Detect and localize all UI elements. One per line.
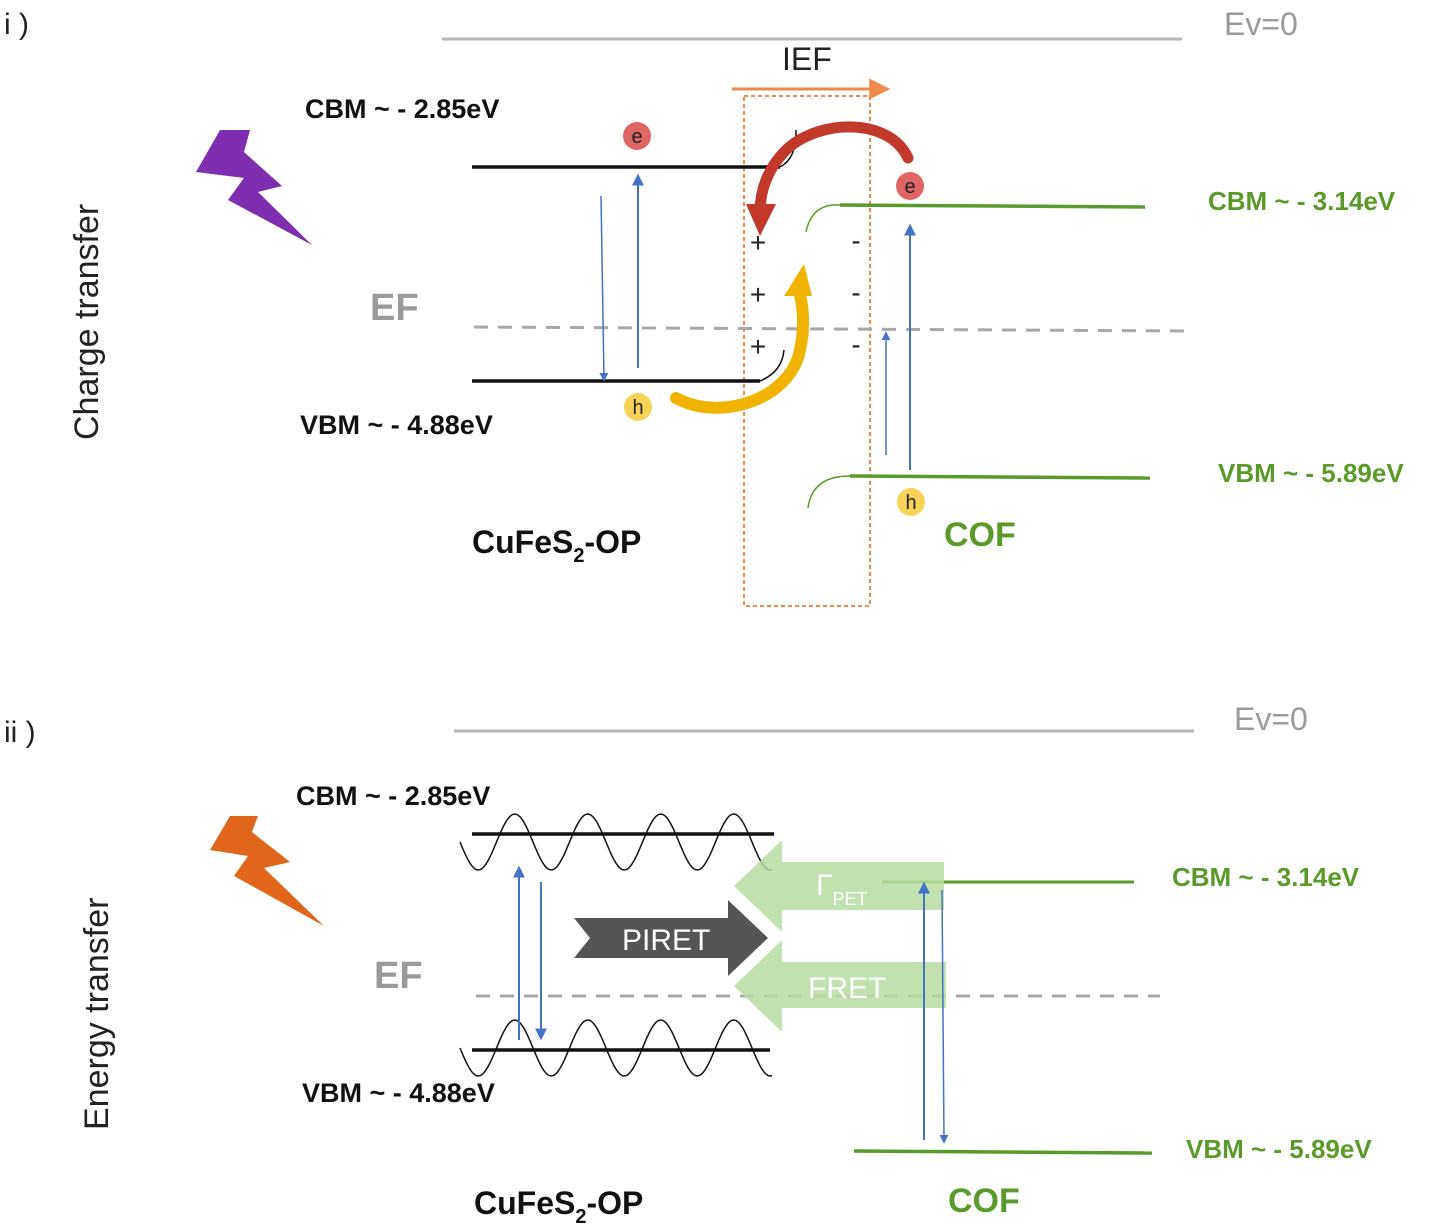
negative-charge: - bbox=[851, 277, 860, 308]
hole-icon bbox=[897, 488, 925, 516]
electron-icon bbox=[623, 122, 651, 150]
cufes2-cbm-band-bend bbox=[779, 129, 797, 168]
cof-vbm-line bbox=[853, 1149, 1153, 1155]
cufes2-op-label: CuFeS2-OP bbox=[472, 524, 641, 567]
piret-label: PIRET bbox=[622, 924, 710, 957]
charge-transfer-side-label: Charge transfer bbox=[68, 204, 106, 440]
lightning-bolt-icon bbox=[210, 816, 324, 926]
ief-label: IEF bbox=[782, 41, 832, 77]
panel-ii: ii ) Energy transfer Ev=0 EF CBM ~ - 2.8… bbox=[4, 701, 1372, 1228]
negative-charge: - bbox=[851, 329, 860, 360]
cof-cbm-line bbox=[839, 203, 1146, 209]
cof-cbm-band-bend bbox=[805, 204, 841, 233]
positive-charge: + bbox=[750, 227, 766, 258]
cufes2-cbm-label: CBM ~ - 2.85eV bbox=[305, 94, 499, 124]
cof-label: COF bbox=[948, 1182, 1020, 1220]
panel-ii-label: ii ) bbox=[4, 716, 36, 749]
cof-relaxation-arrow bbox=[939, 889, 949, 1144]
panel-i-label: i ) bbox=[4, 8, 29, 41]
ef-label: EF bbox=[374, 955, 423, 997]
ev-zero-label: Ev=0 bbox=[1234, 701, 1308, 737]
electron-transfer-arrow bbox=[754, 121, 914, 218]
panel-i: i ) Charge transfer Ev=0 IEF EF CBM ~ - … bbox=[4, 6, 1404, 607]
cufes2-vbm-wave bbox=[459, 1019, 773, 1077]
pet-label: ΓPET bbox=[816, 869, 868, 909]
cufes2-cbm-label: CBM ~ - 2.85eV bbox=[296, 781, 490, 811]
hole-transfer-arrow bbox=[670, 282, 810, 414]
electron-symbol: e bbox=[904, 176, 915, 198]
positive-charge: + bbox=[750, 331, 766, 362]
hole-transfer-arrowhead bbox=[784, 264, 812, 296]
hole-symbol: h bbox=[905, 492, 916, 514]
energy-transfer-side-label: Energy transfer bbox=[78, 898, 116, 1130]
fermi-level-line bbox=[473, 325, 1189, 333]
cof-vbm-band-bend bbox=[807, 475, 851, 509]
negative-charge: - bbox=[851, 225, 860, 256]
positive-charge: + bbox=[750, 279, 766, 310]
hole-symbol: h bbox=[632, 397, 643, 419]
electron-icon bbox=[896, 172, 924, 200]
cof-cbm-label: CBM ~ - 3.14eV bbox=[1208, 186, 1396, 216]
ief-region-box bbox=[743, 95, 871, 607]
cof-vbm-line bbox=[849, 474, 1151, 480]
electron-transfer-arrowhead bbox=[746, 204, 776, 236]
cof-label: COF bbox=[944, 516, 1016, 554]
cufes2-vbm-band-bend bbox=[759, 349, 785, 382]
cof-vbm-label: VBM ~ - 5.89eV bbox=[1218, 458, 1404, 488]
fret-label: FRET bbox=[808, 972, 886, 1005]
cufes2-relaxation-arrow bbox=[599, 195, 609, 382]
hole-icon bbox=[624, 393, 652, 421]
fret-arrow bbox=[734, 940, 946, 1032]
ef-label: EF bbox=[370, 287, 419, 329]
piret-arrow bbox=[574, 900, 768, 976]
lightning-bolt-icon bbox=[196, 130, 312, 245]
cufes2-op-label: CuFeS2-OP bbox=[474, 1185, 643, 1228]
cof-vbm-label: VBM ~ - 5.89eV bbox=[1186, 1134, 1372, 1164]
ev-zero-label: Ev=0 bbox=[1224, 6, 1298, 42]
cufes2-cbm-wave bbox=[459, 813, 773, 871]
cufes2-vbm-label: VBM ~ - 4.88eV bbox=[302, 1078, 495, 1108]
pet-arrow bbox=[734, 840, 944, 932]
electron-symbol: e bbox=[631, 126, 642, 148]
cof-cbm-label: CBM ~ - 3.14eV bbox=[1172, 862, 1360, 892]
cufes2-vbm-label: VBM ~ - 4.88eV bbox=[300, 410, 493, 440]
